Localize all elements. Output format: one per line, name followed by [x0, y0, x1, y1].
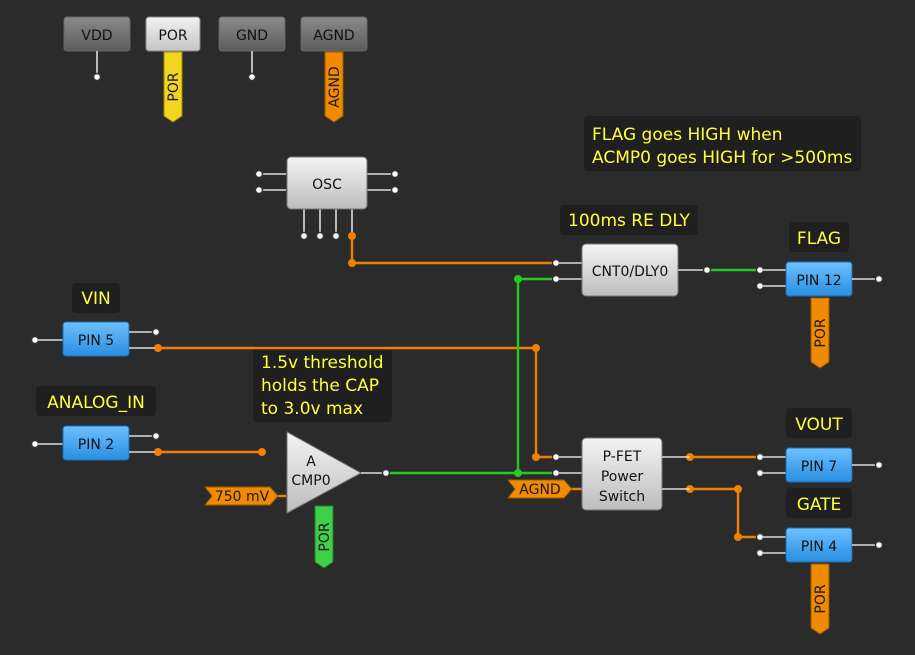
- flag-note-line2: ACMP0 goes HIGH for >500ms: [592, 148, 852, 168]
- gate-label: GATE: [786, 488, 852, 518]
- junction-pin2-out: [154, 448, 162, 456]
- gate-label-text: GATE: [797, 495, 842, 515]
- threshold-note-line2: holds the CAP: [261, 376, 379, 396]
- flag-label-text: FLAG: [797, 229, 841, 249]
- gnd-terminal[interactable]: [247, 72, 257, 82]
- cmp-label-2: CMP0: [291, 473, 330, 489]
- por-block[interactable]: POR POR: [145, 16, 201, 123]
- junction-cmp-in: [258, 448, 266, 456]
- vdd-terminal[interactable]: [92, 72, 102, 82]
- pin4-block[interactable]: PIN 4 POR: [755, 527, 884, 635]
- wire-osc-cnt: [350, 236, 556, 265]
- wire-pfet-pin4: [690, 487, 760, 539]
- vin-label: VIN: [72, 283, 120, 313]
- pin5-label: PIN 5: [78, 333, 114, 349]
- delay-label-text: 100ms RE DLY: [568, 211, 691, 231]
- junction-pin5-pfet: [532, 453, 540, 461]
- pin4-label: PIN 4: [801, 539, 837, 555]
- threshold-note-line3: to 3.0v max: [261, 399, 363, 419]
- pfet-agnd-tag-text: AGND: [519, 482, 560, 498]
- por-tag-text: POR: [166, 72, 182, 101]
- junction-cmp-split: [514, 469, 522, 477]
- osc-block[interactable]: OSC: [254, 156, 400, 241]
- osc-label: OSC: [312, 177, 342, 193]
- pin2-label: PIN 2: [78, 437, 114, 453]
- cmp-por-tag-text: POR: [317, 522, 333, 551]
- vdd-label: VDD: [81, 28, 112, 44]
- vdd-block[interactable]: VDD: [63, 16, 131, 82]
- pin7-label: PIN 7: [801, 459, 837, 475]
- pin7-block[interactable]: PIN 7: [755, 447, 884, 483]
- junction-gate-pin4: [734, 533, 742, 541]
- agnd-label: AGND: [313, 28, 354, 44]
- pin5-block[interactable]: PIN 5: [30, 321, 161, 357]
- vref-tag: 750 mV: [203, 486, 279, 506]
- delay-label: 100ms RE DLY: [560, 205, 698, 235]
- agnd-tag: [324, 51, 344, 123]
- pin12-label: PIN 12: [796, 273, 841, 289]
- acmp0-block[interactable]: A CMP0 POR: [286, 431, 391, 569]
- analog-in-label-text: ANALOG_IN: [47, 393, 145, 413]
- por-label: POR: [158, 28, 187, 44]
- gnd-block[interactable]: GND: [218, 16, 286, 82]
- vout-label: VOUT: [786, 408, 852, 438]
- pin4-por-tag: [810, 563, 830, 635]
- agnd-tag-text: AGND: [327, 66, 343, 107]
- flag-note-line1: FLAG goes HIGH when: [592, 125, 783, 145]
- gnd-label: GND: [236, 28, 268, 44]
- pfet-label-1: P-FET: [603, 449, 642, 465]
- cnt-dly-block[interactable]: CNT0/DLY0: [551, 243, 712, 297]
- junction-cnt-in: [514, 275, 522, 283]
- cnt-label: CNT0/DLY0: [592, 264, 669, 280]
- junction-pin5-bend: [532, 344, 540, 352]
- junction-osc-bend: [348, 259, 356, 267]
- threshold-note-line1: 1.5v threshold: [261, 353, 384, 373]
- analog-in-label: ANALOG_IN: [36, 386, 156, 416]
- pin12-block[interactable]: PIN 12 POR: [755, 261, 884, 369]
- junction-pin5-out: [154, 344, 162, 352]
- threshold-note: 1.5v threshold holds the CAP to 3.0v max: [253, 346, 392, 422]
- por-tag: [163, 51, 183, 123]
- pin2-block[interactable]: PIN 2: [30, 425, 161, 461]
- cmp-label-1: A: [306, 454, 316, 470]
- vin-label-text: VIN: [81, 289, 110, 309]
- pin4-por-tag-text: POR: [813, 584, 829, 613]
- vout-label-text: VOUT: [795, 415, 843, 435]
- junction-osc-out: [348, 232, 356, 240]
- pfet-label-3: Switch: [599, 489, 645, 505]
- cmp-por-tag: [314, 505, 334, 569]
- pin12-por-tag: [810, 297, 830, 369]
- pfet-agnd-tag: AGND: [506, 479, 573, 499]
- flag-label: FLAG: [789, 222, 849, 252]
- pfet-block[interactable]: P-FET Power Switch: [551, 437, 691, 511]
- vref-tag-text: 750 mV: [215, 489, 270, 505]
- flag-note: FLAG goes HIGH when ACMP0 goes HIGH for …: [584, 116, 861, 171]
- wire-pin5-pfet: [158, 346, 556, 459]
- agnd-block[interactable]: AGND AGND: [300, 16, 368, 123]
- pfet-label-2: Power: [601, 469, 644, 485]
- pin12-por-tag-text: POR: [813, 318, 829, 347]
- junction-gate-bend: [734, 485, 742, 493]
